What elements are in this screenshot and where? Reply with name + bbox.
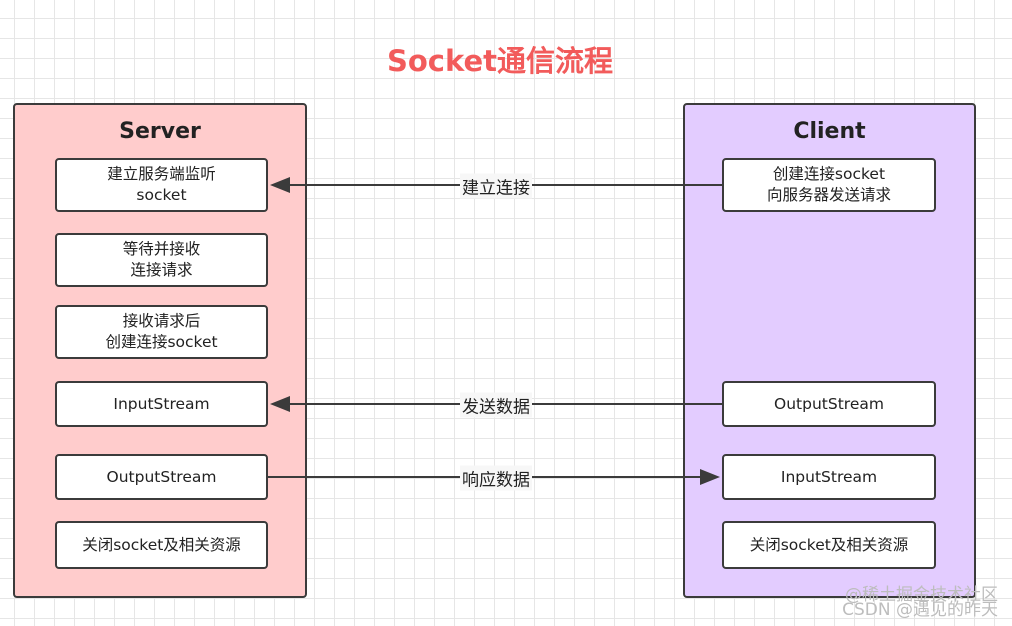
client-step-outputstream: OutputStream [722,381,936,427]
arrow-send-label: 发送数据 [460,392,532,418]
watermark-line-1: @稀土掘金技术社区 [845,585,998,605]
client-step-close: 关闭socket及相关资源 [722,521,936,569]
server-step-create-socket: 接收请求后 创建连接socket [55,305,268,359]
watermark: @稀土掘金技术社区 CSDN @遇见的昨天 [842,585,998,620]
server-step-outputstream: OutputStream [55,454,268,500]
diagram-title: Socket通信流程 [386,44,614,78]
server-step-listen-text: 建立服务端监听 socket [107,165,216,204]
server-title: Server [119,119,201,144]
arrow-response-label: 响应数据 [460,465,532,491]
client-step-connect: 创建连接socket 向服务器发送请求 [722,158,936,212]
server-step-accept: 等待并接收 连接请求 [55,233,268,287]
server-step-create-socket-text: 接收请求后 创建连接socket [105,312,218,351]
arrow-connect-head [270,177,290,193]
client-step-connect-text: 创建连接socket 向服务器发送请求 [766,165,891,204]
server-step-accept-text: 等待并接收 连接请求 [122,240,201,279]
server-step-inputstream: InputStream [55,381,268,427]
client-title: Client [793,119,866,144]
arrow-connect-label: 建立连接 [460,173,532,199]
server-step-close-text: 关闭socket及相关资源 [82,535,241,554]
server-step-listen: 建立服务端监听 socket [55,158,268,212]
client-step-inputstream: InputStream [722,454,936,500]
arrow-send-head [270,396,290,412]
client-step-close-text: 关闭socket及相关资源 [749,535,909,554]
server-step-inputstream-text: InputStream [113,394,210,413]
watermark-line-2: CSDN @遇见的昨天 [842,600,998,620]
server-step-close: 关闭socket及相关资源 [55,521,268,569]
client-step-outputstream-text: OutputStream [774,394,884,413]
server-step-outputstream-text: OutputStream [106,467,217,486]
arrow-response-head [700,469,720,485]
client-step-inputstream-text: InputStream [780,467,878,486]
